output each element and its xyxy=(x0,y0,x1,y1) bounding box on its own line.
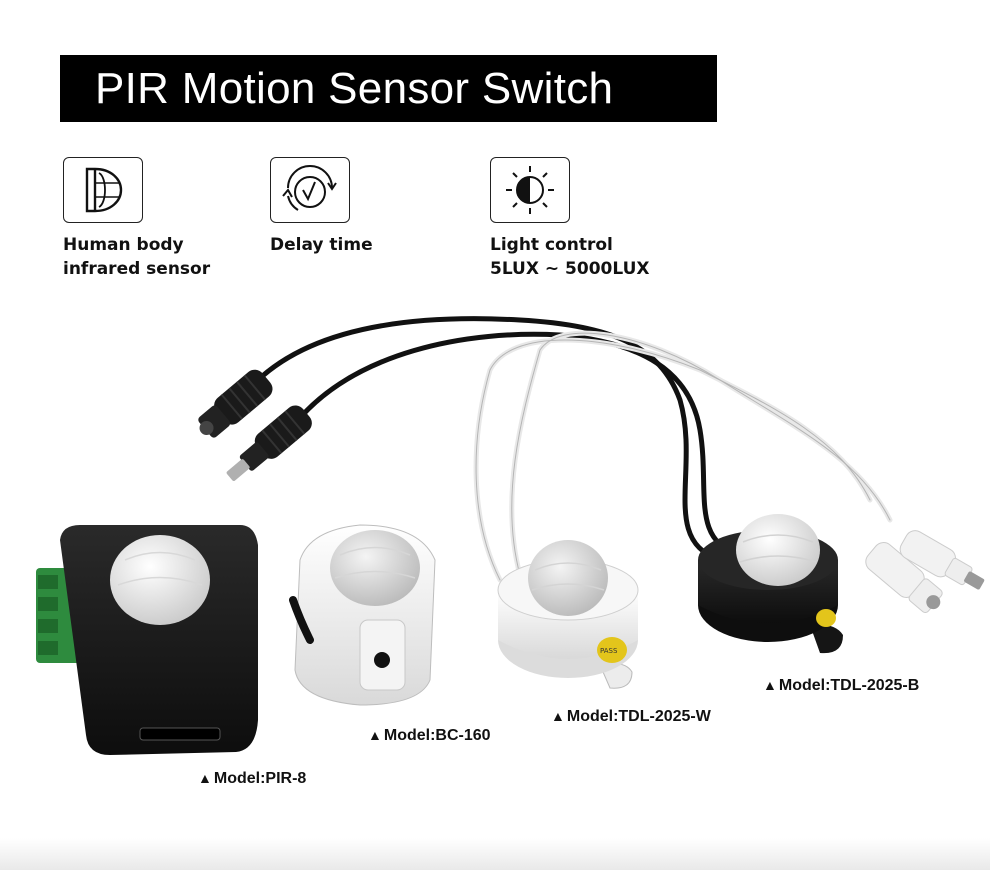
feature-delay-time: Delay time xyxy=(270,157,373,257)
triangle-marker-icon: ▲ xyxy=(198,770,212,786)
bc-160-sensor xyxy=(289,524,436,706)
product-photo: PASS xyxy=(36,316,985,755)
pir-sensor-icon xyxy=(63,157,143,223)
white-dc-connector xyxy=(865,530,985,614)
white-cable xyxy=(473,330,893,583)
feature-light-control: Light control 5LUX ~ 5000LUX xyxy=(490,157,650,281)
delay-timer-icon xyxy=(270,157,350,223)
tdl-2025-b-sensor xyxy=(698,514,843,654)
black-dc-connector xyxy=(198,369,312,481)
model-label-bc-160: ▲Model:BC-160 xyxy=(368,727,491,744)
feature-label: Human body infrared sensor xyxy=(63,235,211,279)
pir-8-sensor-box xyxy=(36,525,258,755)
triangle-marker-icon: ▲ xyxy=(368,727,382,743)
bottom-shadow xyxy=(0,838,990,870)
page-title: PIR Motion Sensor Switch xyxy=(60,55,717,122)
feature-human-body-sensor: Human body infrared sensor xyxy=(63,157,210,281)
model-label-pir-8: ▲Model:PIR-8 xyxy=(198,770,307,787)
model-label-tdl-2025-b: ▲Model:TDL-2025-B xyxy=(763,677,920,694)
feature-label: Delay time xyxy=(270,235,373,255)
tdl-2025-w-sensor: PASS xyxy=(497,540,639,689)
feature-label: Light control 5LUX ~ 5000LUX xyxy=(490,235,650,279)
triangle-marker-icon: ▲ xyxy=(763,677,777,693)
light-control-icon xyxy=(490,157,570,223)
model-label-tdl-2025-w: ▲Model:TDL-2025-W xyxy=(551,708,711,725)
svg-text:PASS: PASS xyxy=(600,647,618,655)
triangle-marker-icon: ▲ xyxy=(551,708,565,724)
